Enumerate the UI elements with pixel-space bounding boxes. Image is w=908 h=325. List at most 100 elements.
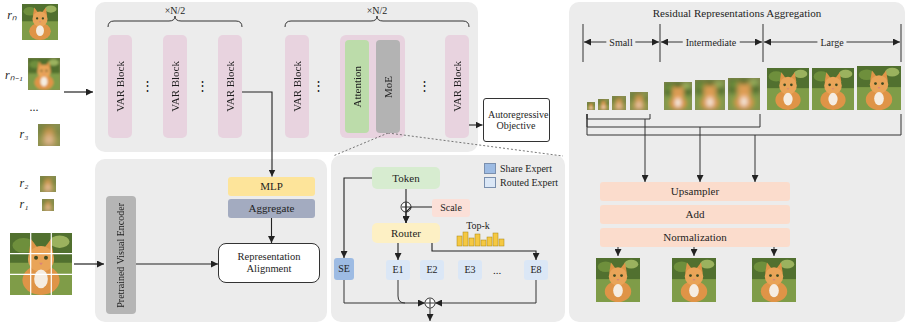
output-images bbox=[596, 258, 796, 302]
var-block: VAR Block bbox=[218, 35, 242, 138]
connector bbox=[136, 263, 218, 264]
art-line bbox=[763, 24, 764, 62]
moe-block: MoE bbox=[376, 40, 400, 133]
routed-expert: E2 bbox=[420, 260, 444, 280]
image bbox=[42, 199, 54, 211]
art-path bbox=[430, 308, 431, 321]
node-text: Router bbox=[391, 227, 421, 240]
art-g bbox=[10, 233, 72, 295]
legend-text: Routed Expert bbox=[500, 177, 558, 189]
art-line bbox=[583, 24, 584, 62]
art-rect bbox=[469, 238, 474, 246]
connector bbox=[406, 207, 432, 223]
art-circle bbox=[425, 298, 435, 308]
legend-item: Share Expert bbox=[484, 163, 552, 175]
node-text: E1 bbox=[392, 264, 403, 276]
node-text: Autoregressive Objective bbox=[488, 109, 544, 132]
routed-expert: E3 bbox=[458, 260, 482, 280]
node-text: E3 bbox=[464, 264, 475, 276]
art-rect bbox=[481, 240, 486, 246]
scale-brackets bbox=[583, 24, 901, 62]
node-text: Aggregate bbox=[249, 202, 295, 215]
connector bbox=[344, 178, 372, 258]
legend-text: Share Expert bbox=[500, 163, 552, 175]
node-text: VAR Block bbox=[291, 61, 304, 112]
scale-label: Intermediate bbox=[683, 37, 740, 48]
topk-label: Top-k bbox=[466, 220, 490, 231]
normalization-box: Normalization bbox=[600, 228, 790, 247]
connector bbox=[469, 124, 483, 125]
legend-swatch bbox=[484, 177, 496, 188]
var-block: VAR Block bbox=[445, 35, 469, 138]
scale-symbol: rₙ₋₁ bbox=[5, 69, 23, 82]
node-text: Pretrained Visual Encoder bbox=[115, 203, 127, 308]
scale-symbol: r₁ bbox=[20, 198, 29, 211]
art-use bbox=[587, 102, 595, 110]
routed-expert: E8 bbox=[524, 260, 548, 280]
connector bbox=[397, 243, 398, 260]
art-line bbox=[700, 127, 701, 182]
sum-symbol bbox=[425, 298, 435, 308]
repeat-count: ×N/2 bbox=[165, 5, 186, 16]
panel-title: Residual Representations Aggregation bbox=[653, 7, 822, 19]
ellipsis: ⋮ bbox=[418, 79, 431, 93]
art-use bbox=[812, 68, 854, 110]
art-use bbox=[728, 78, 760, 110]
scale-box: Scale bbox=[432, 199, 470, 217]
art-use bbox=[630, 92, 648, 110]
ellipsis: ⋮ bbox=[141, 79, 154, 93]
aggregation-brackets bbox=[587, 114, 901, 256]
add-box: Add bbox=[600, 205, 790, 224]
connector bbox=[432, 243, 536, 260]
aggregation-panel bbox=[569, 2, 905, 322]
art-rect bbox=[457, 236, 462, 246]
art-path bbox=[587, 114, 650, 119]
token-box: Token bbox=[372, 167, 440, 189]
var-block: VAR Block bbox=[285, 35, 309, 138]
image bbox=[10, 233, 72, 295]
var-block: VAR Block bbox=[108, 35, 132, 138]
art-line bbox=[618, 247, 619, 256]
connector bbox=[271, 218, 272, 244]
art-line bbox=[774, 247, 775, 256]
ellipsis: ⋮ bbox=[196, 79, 209, 93]
panels bbox=[95, 2, 905, 322]
image bbox=[38, 124, 60, 146]
image bbox=[22, 4, 58, 40]
node-text: Upsampler bbox=[671, 185, 719, 198]
scale-label: Small bbox=[606, 37, 635, 48]
node-text: Token bbox=[392, 172, 419, 185]
image bbox=[40, 176, 56, 192]
node-text: MoE bbox=[382, 76, 395, 98]
art-line bbox=[901, 24, 902, 62]
var-block: VAR Block bbox=[163, 35, 187, 138]
patch-image bbox=[10, 233, 72, 295]
art-path bbox=[587, 114, 901, 135]
art-line bbox=[10, 253, 72, 254]
art-use bbox=[767, 68, 809, 110]
aggregate-box: Aggregate bbox=[228, 199, 315, 218]
input-arrow bbox=[64, 91, 93, 92]
legend-item: Routed Expert bbox=[484, 177, 558, 189]
encoder-box: Pretrained Visual Encoder bbox=[106, 196, 136, 314]
art-path bbox=[398, 280, 405, 303]
art-line bbox=[51, 233, 52, 295]
scale-label: Large bbox=[817, 37, 846, 48]
node-text: VAR Block bbox=[169, 61, 182, 112]
node-text: VAR Block bbox=[451, 61, 464, 112]
brace bbox=[285, 16, 469, 27]
shared-expert: SE bbox=[334, 258, 354, 280]
moe-panel bbox=[331, 155, 565, 322]
topk-bars bbox=[457, 232, 504, 246]
block-group bbox=[340, 35, 405, 138]
art-line bbox=[645, 119, 646, 182]
alignment-panel bbox=[95, 159, 327, 322]
art-use bbox=[857, 66, 901, 110]
objective-box: Autoregressive Objective bbox=[483, 98, 550, 142]
art-use bbox=[695, 80, 725, 110]
ellipsis: ... bbox=[493, 264, 501, 276]
art-use bbox=[598, 99, 609, 110]
node-text: MLP bbox=[260, 180, 283, 193]
node-text: Add bbox=[686, 208, 705, 221]
